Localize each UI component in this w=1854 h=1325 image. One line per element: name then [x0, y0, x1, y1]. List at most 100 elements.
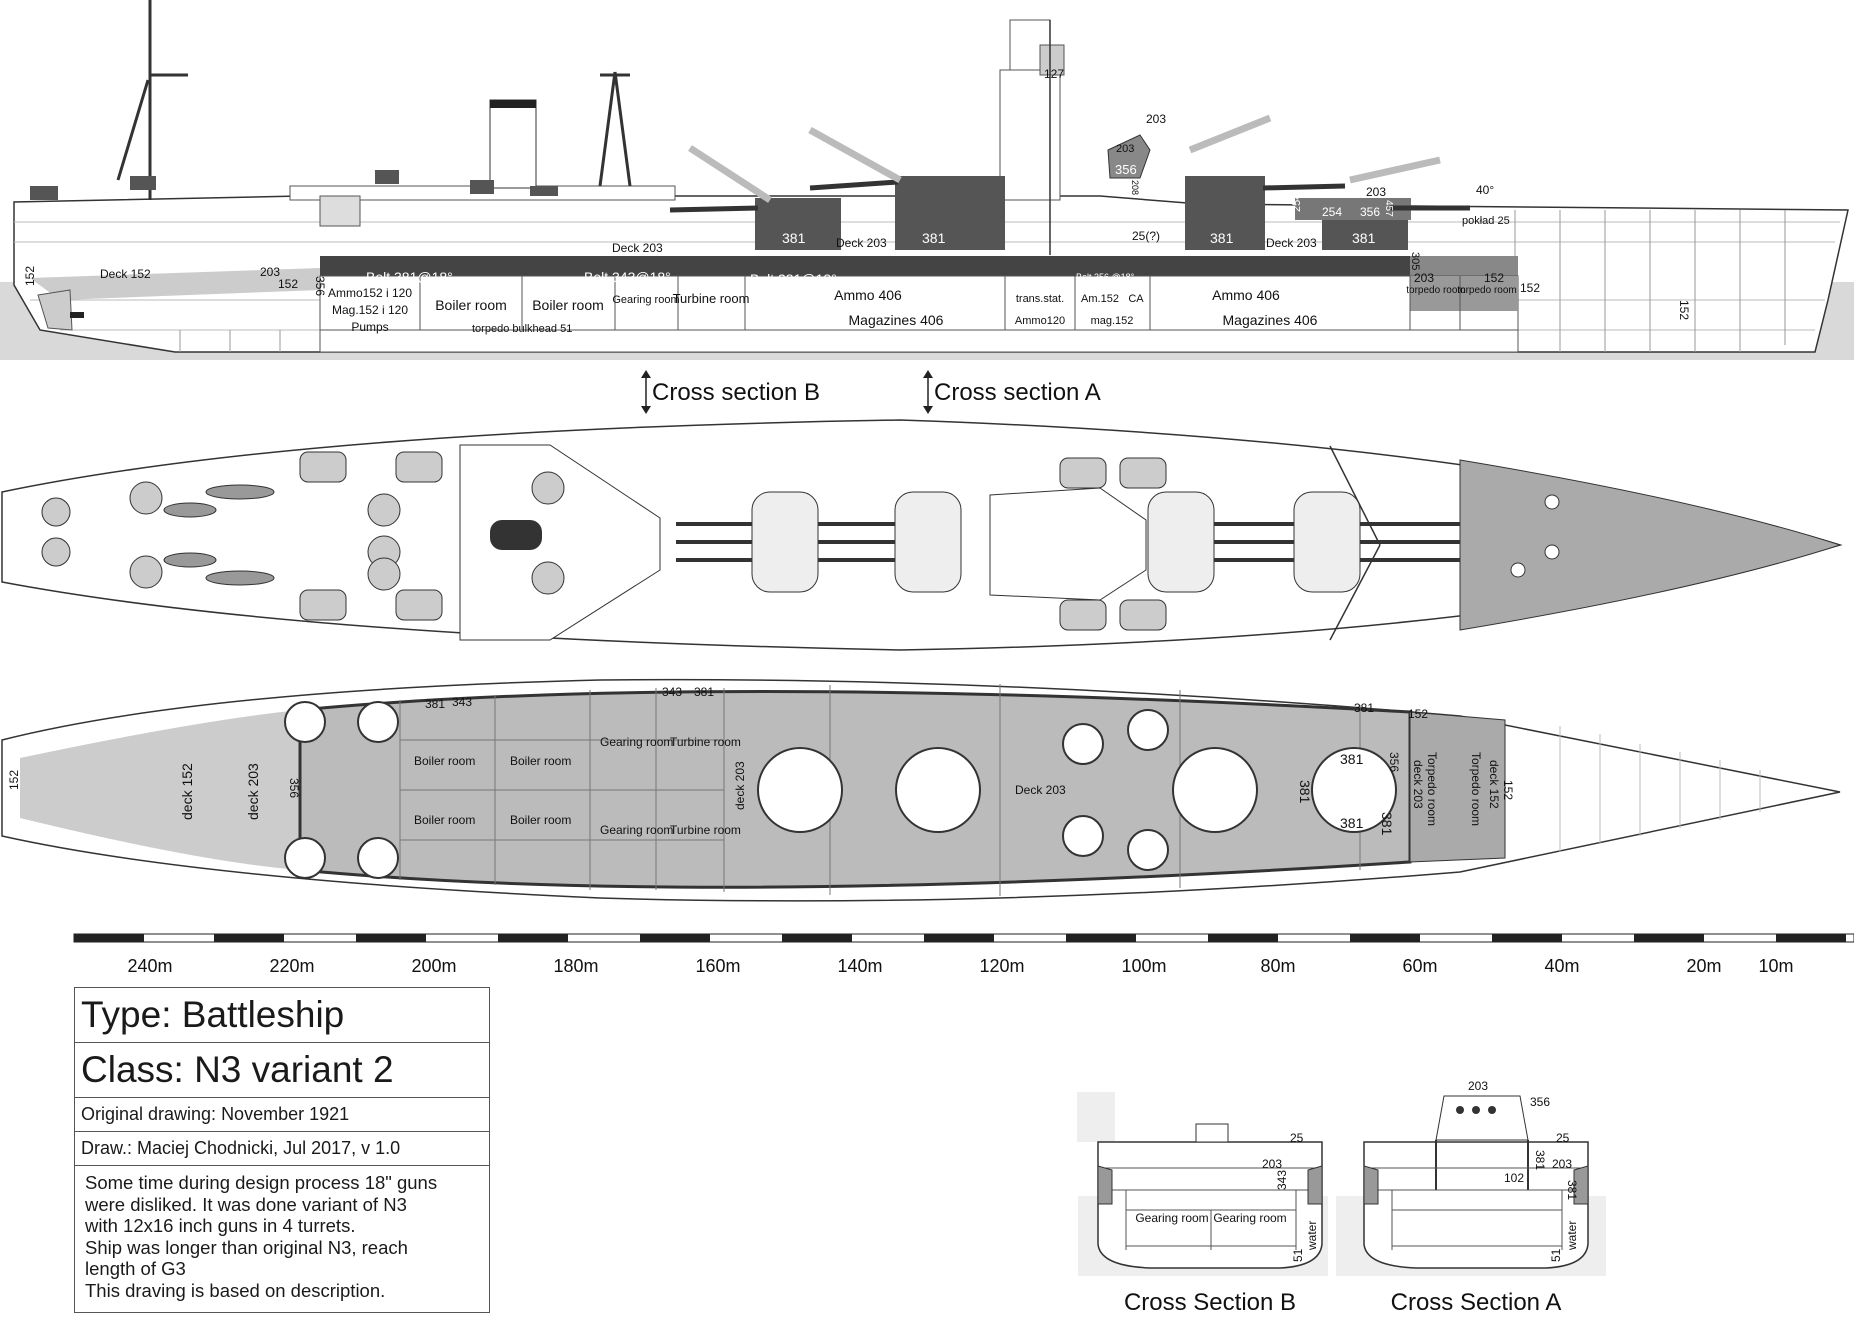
- compartment-label: trans.stat.: [1016, 293, 1064, 305]
- svg-text:356: 356: [1387, 752, 1401, 772]
- compartment-label: Boiler room: [435, 297, 507, 313]
- deck-label: Deck 152: [100, 267, 151, 281]
- deck-label: Deck 203: [1266, 236, 1317, 250]
- ship-class: Class: N3 variant 2: [74, 1042, 490, 1098]
- svg-text:381: 381: [1533, 1150, 1547, 1170]
- svg-text:203: 203: [1468, 1079, 1488, 1093]
- section-a-gun-ports: [1456, 1106, 1496, 1114]
- compartment-label: Magazines 406: [1223, 312, 1318, 328]
- cross-section-b: 25 203 343 Gearing room Gearing room 51 …: [1077, 1092, 1328, 1316]
- svg-text:343: 343: [452, 695, 472, 709]
- main-mast: [598, 71, 632, 187]
- anchor-hawse: [1510, 494, 1560, 578]
- armor-belt-band: [320, 256, 1410, 276]
- svg-text:457: 457: [1383, 200, 1394, 217]
- svg-text:203: 203: [1414, 271, 1434, 285]
- svg-text:152: 152: [1677, 300, 1691, 320]
- turret-profile-a2: [1185, 176, 1265, 250]
- scale-labels: 240m 220m 200m 180m 160m 140m 120m 100m …: [127, 956, 1793, 976]
- boats-plan: [163, 484, 275, 586]
- svg-text:deck 152: deck 152: [1487, 760, 1501, 809]
- stern-hatch: [70, 312, 84, 318]
- svg-text:356: 356: [1530, 1095, 1550, 1109]
- svg-text:Gearing room: Gearing room: [600, 823, 673, 837]
- svg-text:381: 381: [1565, 1180, 1579, 1200]
- barbette-x: [757, 747, 843, 833]
- svg-text:deck 203: deck 203: [733, 761, 747, 810]
- compartment-label: mag.152: [1091, 315, 1134, 327]
- note-line: were disliked. It was done variant of N3: [85, 1193, 407, 1215]
- forecastle-deck: [1459, 459, 1842, 631]
- breakwater: [1329, 445, 1381, 546]
- cross-section-markers: Cross section B Cross section A: [641, 370, 1101, 414]
- svg-text:Boiler room: Boiler room: [414, 813, 475, 827]
- svg-text:Gearing room: Gearing room: [1213, 1211, 1286, 1225]
- belt-label: Belt 381@18°: [366, 269, 453, 285]
- svg-text:254: 254: [1322, 205, 1342, 219]
- funnel-cap: [490, 100, 536, 108]
- deck-label: Deck 203: [836, 236, 887, 250]
- svg-text:127: 127: [1044, 67, 1064, 81]
- cross-section-b-title: Cross Section B: [1124, 1289, 1296, 1316]
- fore-belt-band: [1410, 256, 1518, 276]
- aft-mast: [116, 0, 188, 200]
- compartment-label: Gearing room: [612, 294, 679, 306]
- secondary-mounts-plan: [41, 451, 1167, 631]
- compartment-label: torpedo room: [1406, 285, 1465, 296]
- scale-tick-label: 80m: [1260, 956, 1295, 976]
- scale-bar: 240m 220m 200m 180m 160m 140m 120m 100m …: [73, 933, 1854, 976]
- scale-tick-label: 140m: [837, 956, 882, 976]
- svg-text:381: 381: [922, 230, 946, 246]
- svg-text:deck 203: deck 203: [245, 763, 261, 820]
- turret-profile-x: [755, 198, 841, 250]
- belt-label: Belt 381@18°: [750, 271, 837, 287]
- design-notes: Some time during design process 18" guns…: [74, 1165, 490, 1313]
- barbette-a2: [1172, 747, 1258, 833]
- section-a-bulges: [1363, 1165, 1589, 1205]
- note-line: with 12x16 inch guns in 4 turrets.: [85, 1215, 356, 1236]
- svg-text:381: 381: [1379, 812, 1395, 836]
- original-drawing-date: Original drawing: November 1921: [74, 1097, 490, 1132]
- conning-tower: [1107, 134, 1151, 179]
- svg-text:Boiler room: Boiler room: [510, 754, 571, 768]
- svg-text:305: 305: [1409, 252, 1421, 270]
- aft-superstructure-plan: [459, 444, 661, 641]
- cross-section-a-title: Cross Section A: [1391, 1289, 1562, 1316]
- svg-text:water: water: [1565, 1221, 1579, 1251]
- compartment-label: Mag.152 i 120: [332, 303, 408, 317]
- svg-text:356: 356: [1115, 162, 1137, 177]
- svg-text:Torpedo room: Torpedo room: [1425, 752, 1439, 826]
- barbettes: [284, 701, 1397, 879]
- svg-text:25: 25: [1556, 1131, 1570, 1145]
- svg-text:152: 152: [23, 266, 37, 286]
- svg-text:40°: 40°: [1476, 183, 1494, 197]
- svg-text:381: 381: [425, 697, 445, 711]
- water-band: [1077, 1092, 1115, 1142]
- svg-text:381: 381: [1340, 815, 1364, 831]
- turret-profile-b: [895, 176, 1005, 250]
- svg-text:Boiler room: Boiler room: [414, 754, 475, 768]
- armor-plan-grid: [399, 684, 1361, 896]
- belt-label: Belt 356 @18°: [1076, 272, 1135, 282]
- scale-tick-label: 160m: [695, 956, 740, 976]
- elevated-gun-ghosts: [688, 114, 1441, 203]
- scale-tick-label: 120m: [979, 956, 1024, 976]
- turret-armor-band: [1295, 198, 1411, 220]
- compartment-label: Ammo120: [1015, 315, 1065, 327]
- torpedo-room-deck: [1409, 711, 1506, 863]
- svg-text:381: 381: [1352, 230, 1376, 246]
- armor-plan-labels: 152 deck 152 deck 203 356 381 343 343 38…: [7, 685, 1515, 837]
- svg-text:water: water: [1305, 1221, 1319, 1251]
- svg-text:deck 203: deck 203: [1411, 760, 1425, 809]
- svg-text:25: 25: [1290, 1131, 1304, 1145]
- cross-section-a-label: Cross section A: [934, 379, 1101, 406]
- section-a-hull: [1363, 1141, 1589, 1269]
- compartment-label: Boiler room: [532, 297, 604, 313]
- turret-plan-a2: [1147, 491, 1215, 593]
- cross-section-b-label: Cross section B: [652, 379, 820, 406]
- svg-text:51: 51: [1549, 1248, 1563, 1262]
- svg-text:152: 152: [7, 770, 21, 790]
- armor-plan-view: 152 deck 152 deck 203 356 381 343 343 38…: [1, 678, 1841, 902]
- turret-plan-b: [894, 491, 962, 593]
- svg-text:Deck 203: Deck 203: [1015, 783, 1066, 797]
